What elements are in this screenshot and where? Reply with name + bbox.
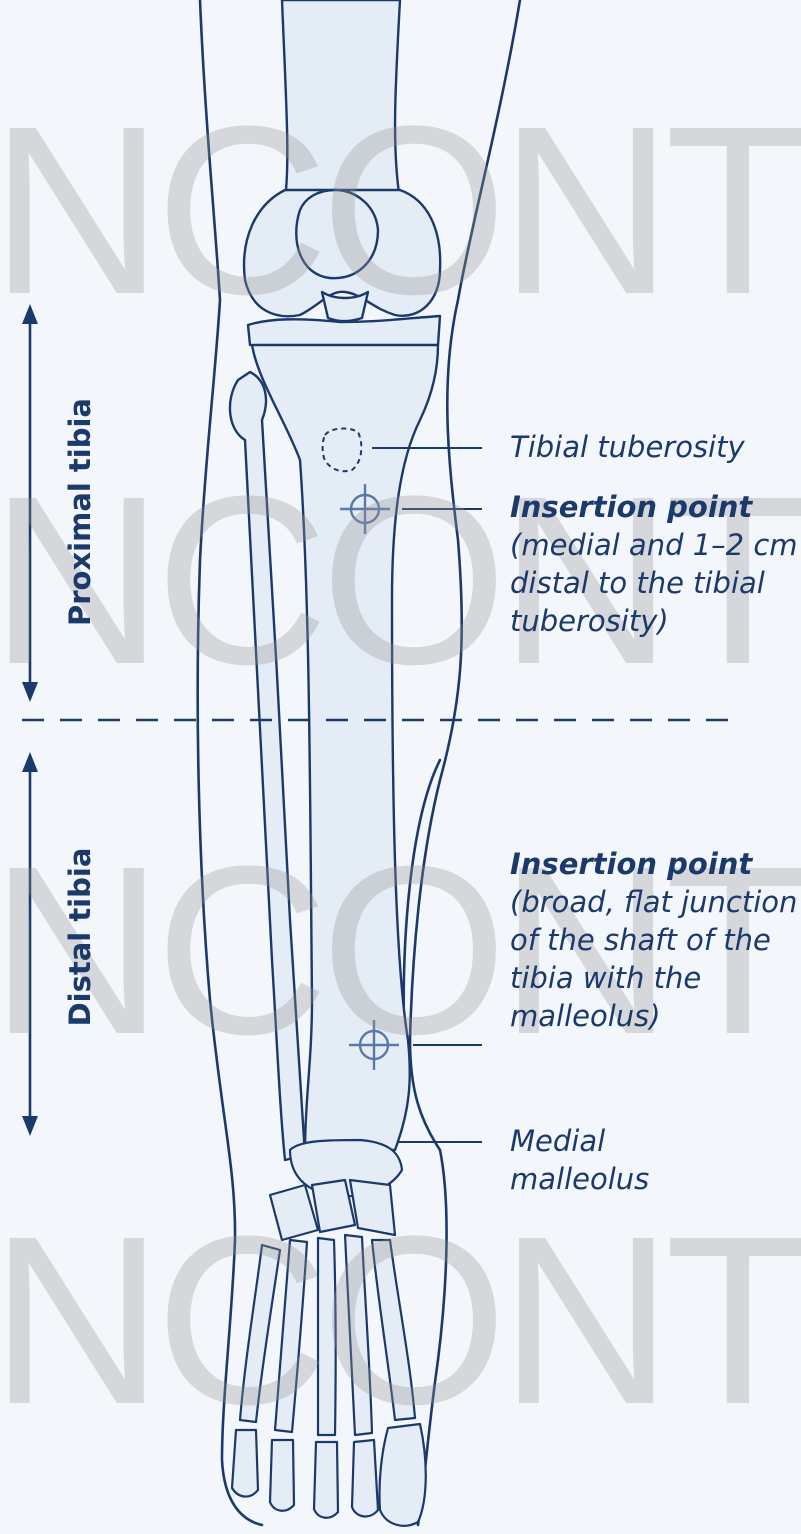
medial-malleolus-label: Medial malleolus xyxy=(510,1122,649,1198)
proximal-insertion-title: Insertion point xyxy=(510,488,798,526)
metatarsal-5 xyxy=(372,1240,415,1420)
metatarsal-3 xyxy=(318,1238,336,1435)
metatarsal-2 xyxy=(275,1240,307,1432)
distal-tibia-label: Distal tibia xyxy=(63,827,97,1047)
metatarsal-1 xyxy=(240,1245,280,1422)
distal-insertion-line-1: (broad, flat junction xyxy=(510,883,797,921)
proximal-arrow-up-icon xyxy=(22,304,38,324)
fibula xyxy=(230,372,305,1160)
toe-1 xyxy=(232,1430,258,1497)
proximal-insertion-line-2: distal to the tibial xyxy=(510,564,798,602)
tarsal-1 xyxy=(270,1185,318,1240)
distal-insertion-label: Insertion point (broad, flat junction of… xyxy=(510,845,797,1035)
medial-malleolus-line-1: Medial xyxy=(510,1122,649,1160)
proximal-insertion-line-3: tuberosity) xyxy=(510,602,798,640)
distal-arrow-up-icon xyxy=(22,752,38,772)
distal-insertion-line-3: tibia with the xyxy=(510,959,797,997)
proximal-insertion-line-1: (medial and 1–2 cm xyxy=(510,526,798,564)
toe-2 xyxy=(270,1440,294,1511)
metatarsal-4 xyxy=(345,1235,372,1435)
toe-4 xyxy=(352,1440,378,1516)
tibial-tuberosity-label: Tibial tuberosity xyxy=(510,428,745,466)
tarsal-3 xyxy=(350,1180,395,1235)
distal-insertion-title: Insertion point xyxy=(510,845,797,883)
femur-shaft xyxy=(282,0,400,200)
medial-malleolus-line-2: malleolus xyxy=(510,1160,649,1198)
tibial-tuberosity-text: Tibial tuberosity xyxy=(510,428,745,466)
distal-arrow-down-icon xyxy=(22,1116,38,1136)
toe-3 xyxy=(314,1442,338,1518)
toe-5-big xyxy=(379,1424,425,1526)
proximal-arrow-down-icon xyxy=(22,682,38,702)
distal-insertion-line-4: malleolus) xyxy=(510,997,797,1035)
proximal-tibia-label: Proximal tibia xyxy=(63,392,97,632)
meniscus-wrap xyxy=(322,292,368,321)
proximal-insertion-label: Insertion point (medial and 1–2 cm dista… xyxy=(510,488,798,640)
distal-insertion-line-2: of the shaft of the xyxy=(510,921,797,959)
patella xyxy=(296,190,378,278)
